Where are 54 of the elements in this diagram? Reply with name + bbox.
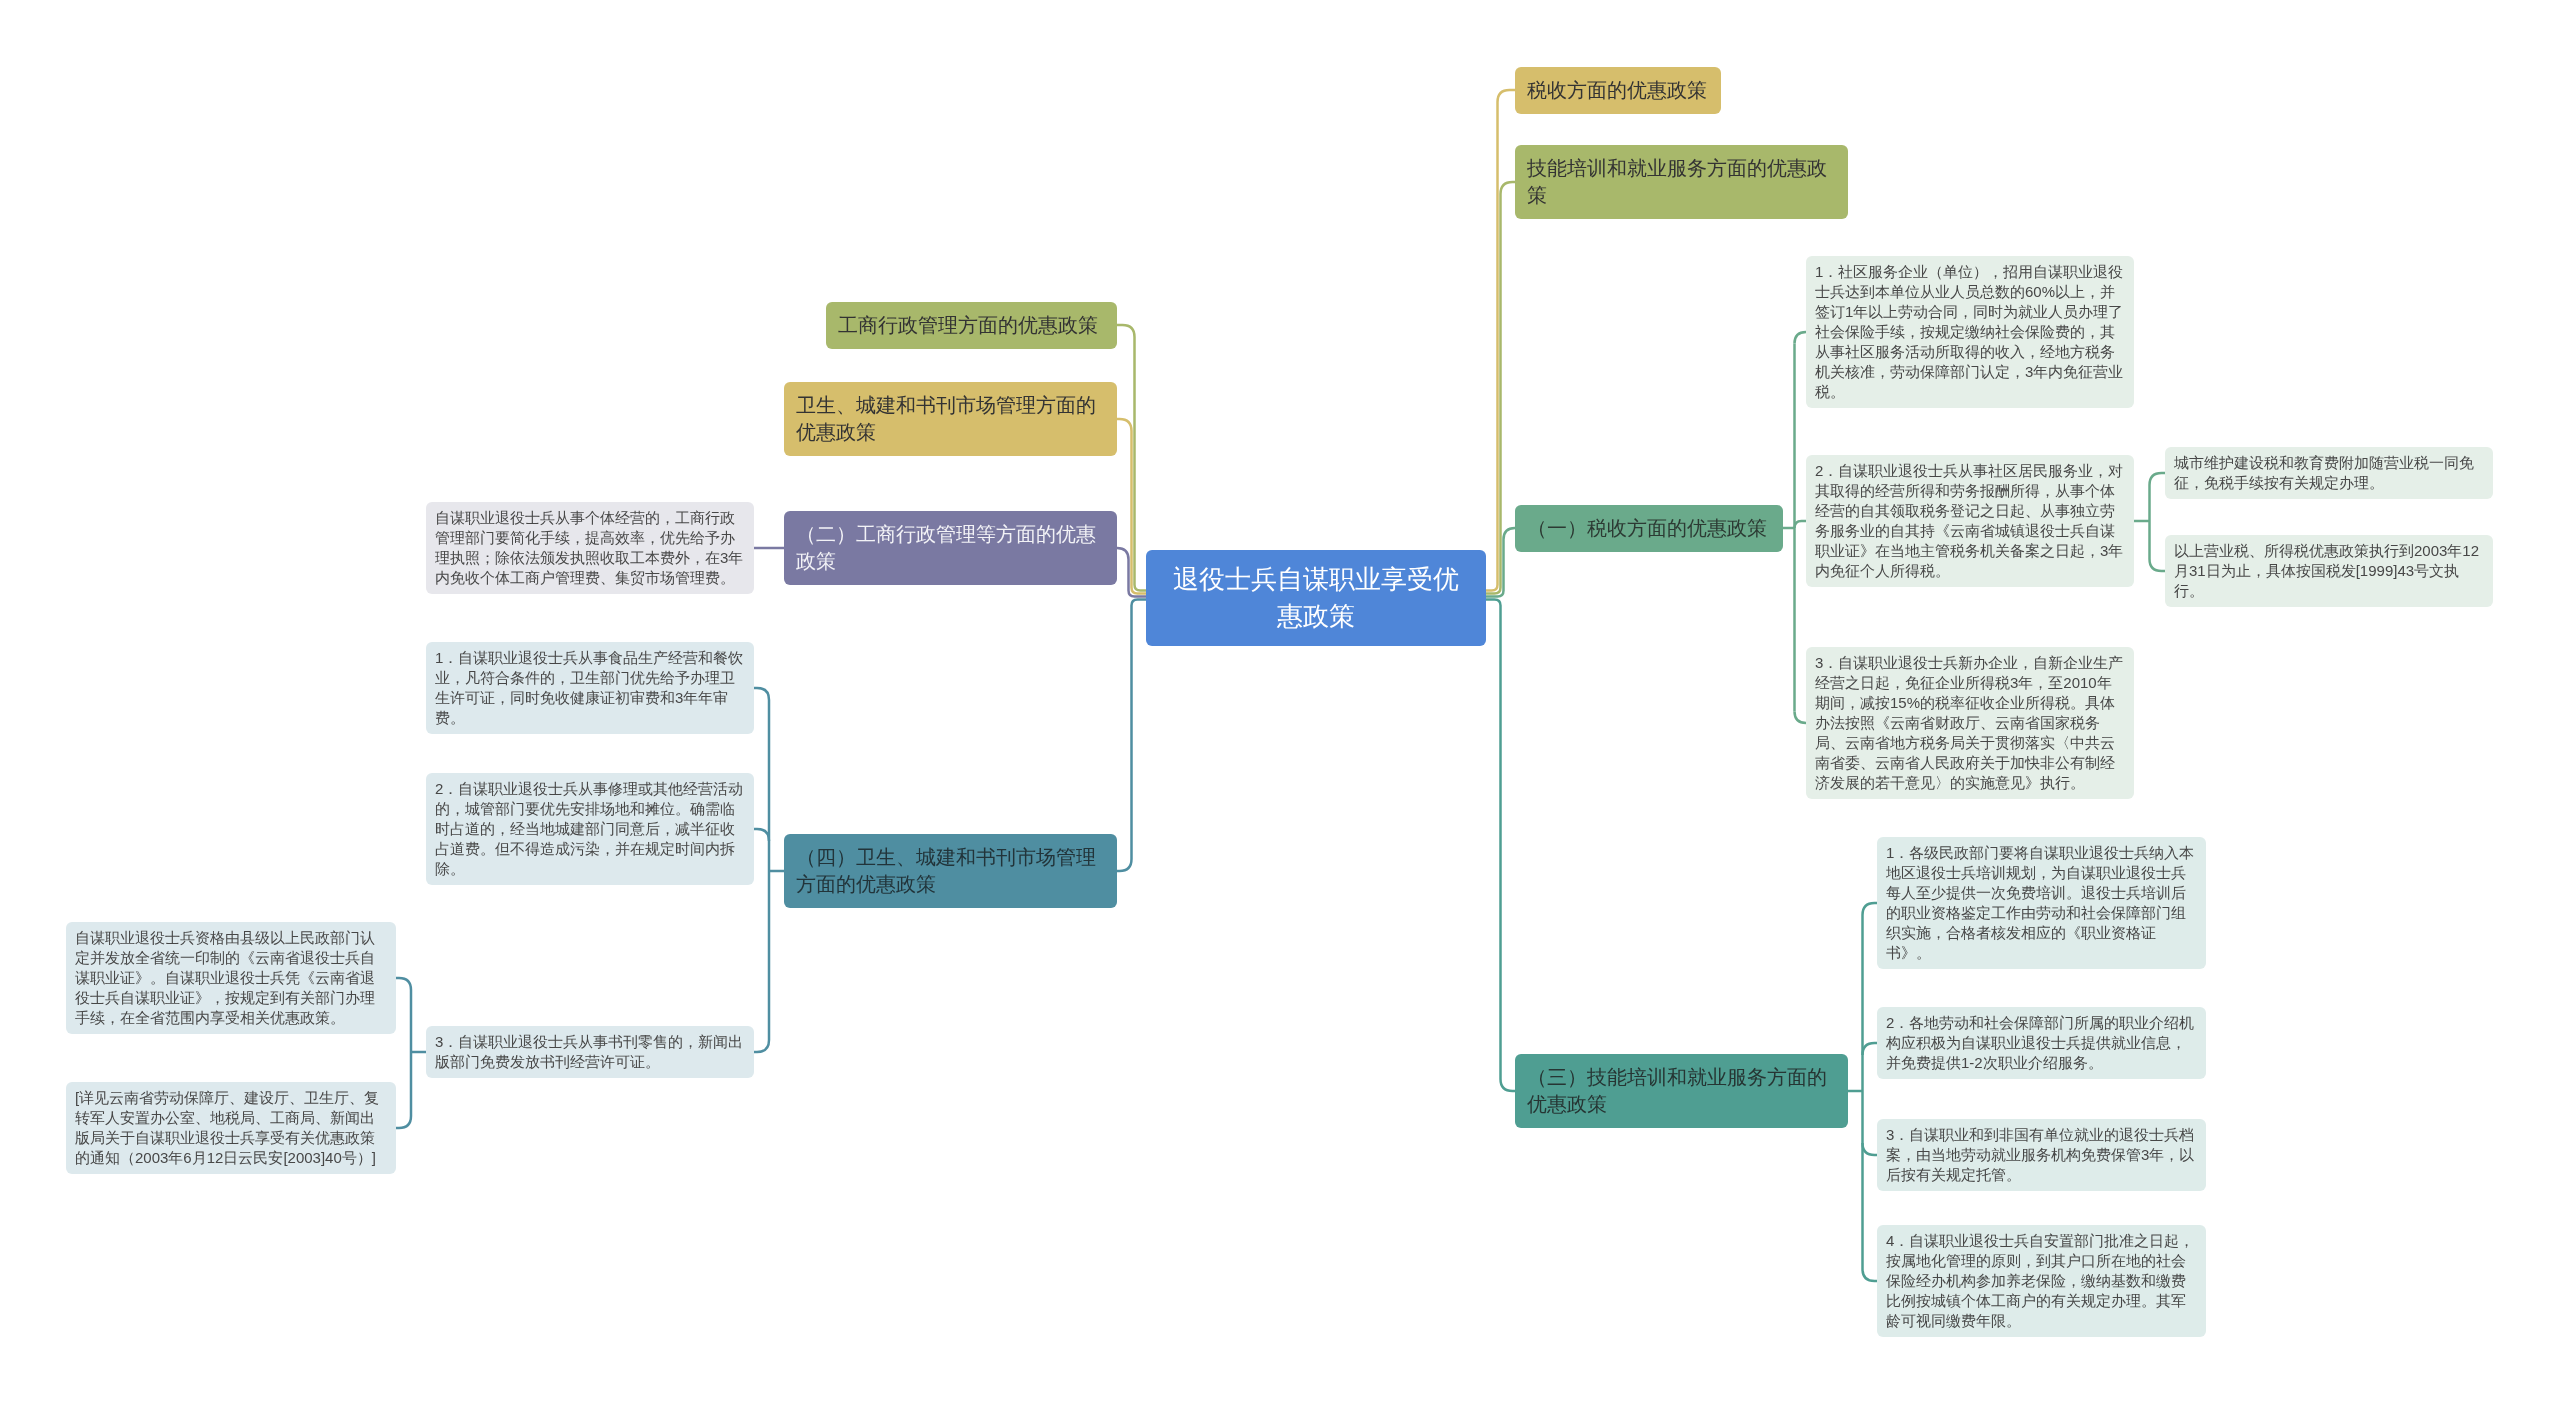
note-box: 1．社区服务企业（单位），招用自谋职业退役士兵达到本单位从业人员总数的60%以上，并签订1年以上劳动合同，同时为就业人员办理了社会保险手续，按规定缴纳社会保险费的，其从事社区服务活动所取得的收入，经地方税务机关核准，劳动保障部门认定，3年内免征营业税。 bbox=[1806, 256, 2134, 408]
connector-line bbox=[1793, 343, 1796, 528]
connector-line bbox=[1117, 417, 1146, 595]
connector-line bbox=[1115, 546, 1146, 598]
note-box: 1．各级民政部门要将自谋职业退役士兵纳入本地区退役士兵培训规划，为自谋职业退役士兵每人至少提供一次免费培训。退役士兵培训后的职业资格鉴定工作由劳动和社会保障部门组织实施，合格者核发相应的《职业资格证书》。 bbox=[1877, 837, 2206, 969]
note-box: 自谋职业退役士兵从事个体经营的，工商行政管理部门要简化手续，提高效率，优先给予办理执照；除依法颁发执照收取工本费外，在3年内免收个体工商户管理费、集贸市场管理费。 bbox=[426, 502, 754, 594]
connector-line bbox=[1793, 528, 1796, 712]
connector-line bbox=[1793, 711, 1808, 725]
connector-line bbox=[1861, 1143, 1864, 1269]
connector-line bbox=[2148, 521, 2151, 559]
topic-box: 工商行政管理方面的优惠政策 bbox=[826, 301, 1117, 349]
connector-line bbox=[1486, 598, 1516, 1093]
connector-line bbox=[1793, 330, 1808, 344]
note-box: 3．自谋职业和到非国有单位就业的退役士兵档案，由当地劳动就业服务机构免费保管3年，以后按有关规定托管。 bbox=[1877, 1119, 2206, 1191]
topic-box: 技能培训和就业服务方面的优惠政策 bbox=[1515, 145, 1848, 219]
connector-line bbox=[396, 976, 413, 991]
note-box: 2．自谋职业退役士兵从事修理或其他经营活动的，城管部门要优先安排场地和摊位。确需临时占道的，经当地城建部门同意后，减半征收占道费。但不得造成污染，并在规定时间内拆除。 bbox=[426, 773, 754, 885]
connector-line bbox=[2148, 558, 2165, 573]
connector-line bbox=[2148, 485, 2151, 521]
connector-line bbox=[1861, 1055, 1864, 1091]
note-box: 2．自谋职业退役士兵从事社区居民服务业，对其取得的经营所得和劳务报酬所得，从事个体经营的自其领取税务登记之日起、从事独立劳务服务业的自其持《云南省城镇退役士兵自谋职业证》在当地主管税务机关备案之日起，3年内免征个人所得税。 bbox=[1806, 455, 2134, 587]
note-box: 3．自谋职业退役士兵新办企业，自新企业生产经营之日起，免征企业所得税3年，至2010年期间，减按15%的税率征收企业所得税。具体办法按照《云南省财政厅、云南省国家税务局、云南省地方税务局关于贯彻落实〈中共云南省委、云南省人民政府关于加快非公有制经济发展的若干意见〉的实施意见》执行。 bbox=[1806, 647, 2134, 799]
note-box: 自谋职业退役士兵资格由县级以上民政部门认定并发放全省统一印制的《云南省退役士兵自谋职业证》。自谋职业退役士兵凭《云南省退役士兵自谋职业证》，按规定到有关部门办理手续，在全省范围内享受相关优惠政策。 bbox=[66, 922, 396, 1034]
connector-line bbox=[754, 686, 771, 701]
connector-line bbox=[409, 1052, 413, 1116]
connector-line bbox=[767, 841, 771, 871]
note-box: 城市维护建设税和教育费附加随营业税一同免征，免税手续按有关规定办理。 bbox=[2165, 447, 2493, 499]
connector-line bbox=[409, 990, 413, 1052]
topic-box: （二）工商行政管理等方面的优惠政策 bbox=[784, 511, 1117, 585]
connector-line bbox=[396, 1115, 413, 1130]
note-box: 以上营业税、所得税优惠政策执行到2003年12月31日为止，具体按国税发[1999]43号文执行。 bbox=[2165, 535, 2493, 607]
topic-box: （一）税收方面的优惠政策 bbox=[1515, 504, 1783, 552]
connector-line bbox=[767, 700, 771, 841]
connector-line bbox=[1861, 915, 1864, 1055]
connector-line bbox=[754, 1039, 771, 1054]
central-topic: 退役士兵自谋职业享受优惠政策 bbox=[1146, 550, 1486, 646]
note-box: 1．自谋职业退役士兵从事食品生产经营和餐饮业，凡符合条件的，卫生部门优先给予办理卫生许可证，同时免收健康证初审费和3年年审费。 bbox=[426, 642, 754, 734]
note-box: [详见云南省劳动保障厅、建设厅、卫生厅、复转军人安置办公室、地税局、工商局、新闻出版局关于自谋职业退役士兵享受有关优惠政策的通知（2003年6月12日云民安[2003]40号）] bbox=[66, 1082, 396, 1174]
connector-line bbox=[2148, 471, 2165, 486]
topic-box: 卫生、城建和书刊市场管理方面的优惠政策 bbox=[784, 382, 1117, 456]
connector-line bbox=[1486, 180, 1516, 595]
connector-line bbox=[767, 871, 771, 1040]
topic-box: 税收方面的优惠政策 bbox=[1515, 66, 1721, 114]
connector-line bbox=[1861, 901, 1877, 916]
connector-line bbox=[1861, 1268, 1877, 1283]
connector-line bbox=[754, 546, 784, 550]
note-box: 3．自谋职业退役士兵从事书刊零售的，新闻出版部门免费发放书刊经营许可证。 bbox=[426, 1026, 754, 1078]
connector-line bbox=[754, 827, 771, 842]
topic-box: （四）卫生、城建和书刊市场管理方面的优惠政策 bbox=[784, 834, 1117, 908]
note-box: 4．自谋职业退役士兵自安置部门批准之日起，按属地化管理的原则，到其户口所在地的社会保险经办机构参加养老保险，缴纳基数和缴费比例按城镇个体工商户的有关规定办理。其军龄可视同缴费年限。 bbox=[1877, 1225, 2206, 1337]
connector-line bbox=[1486, 526, 1517, 598]
connector-line bbox=[1861, 1091, 1864, 1143]
topic-box: （三）技能培训和就业服务方面的优惠政策 bbox=[1515, 1054, 1848, 1128]
note-box: 2．各地劳动和社会保障部门所属的职业介绍机构应积极为自谋职业退役士兵提供就业信息，并免费提供1-2次职业介绍服务。 bbox=[1877, 1007, 2206, 1079]
